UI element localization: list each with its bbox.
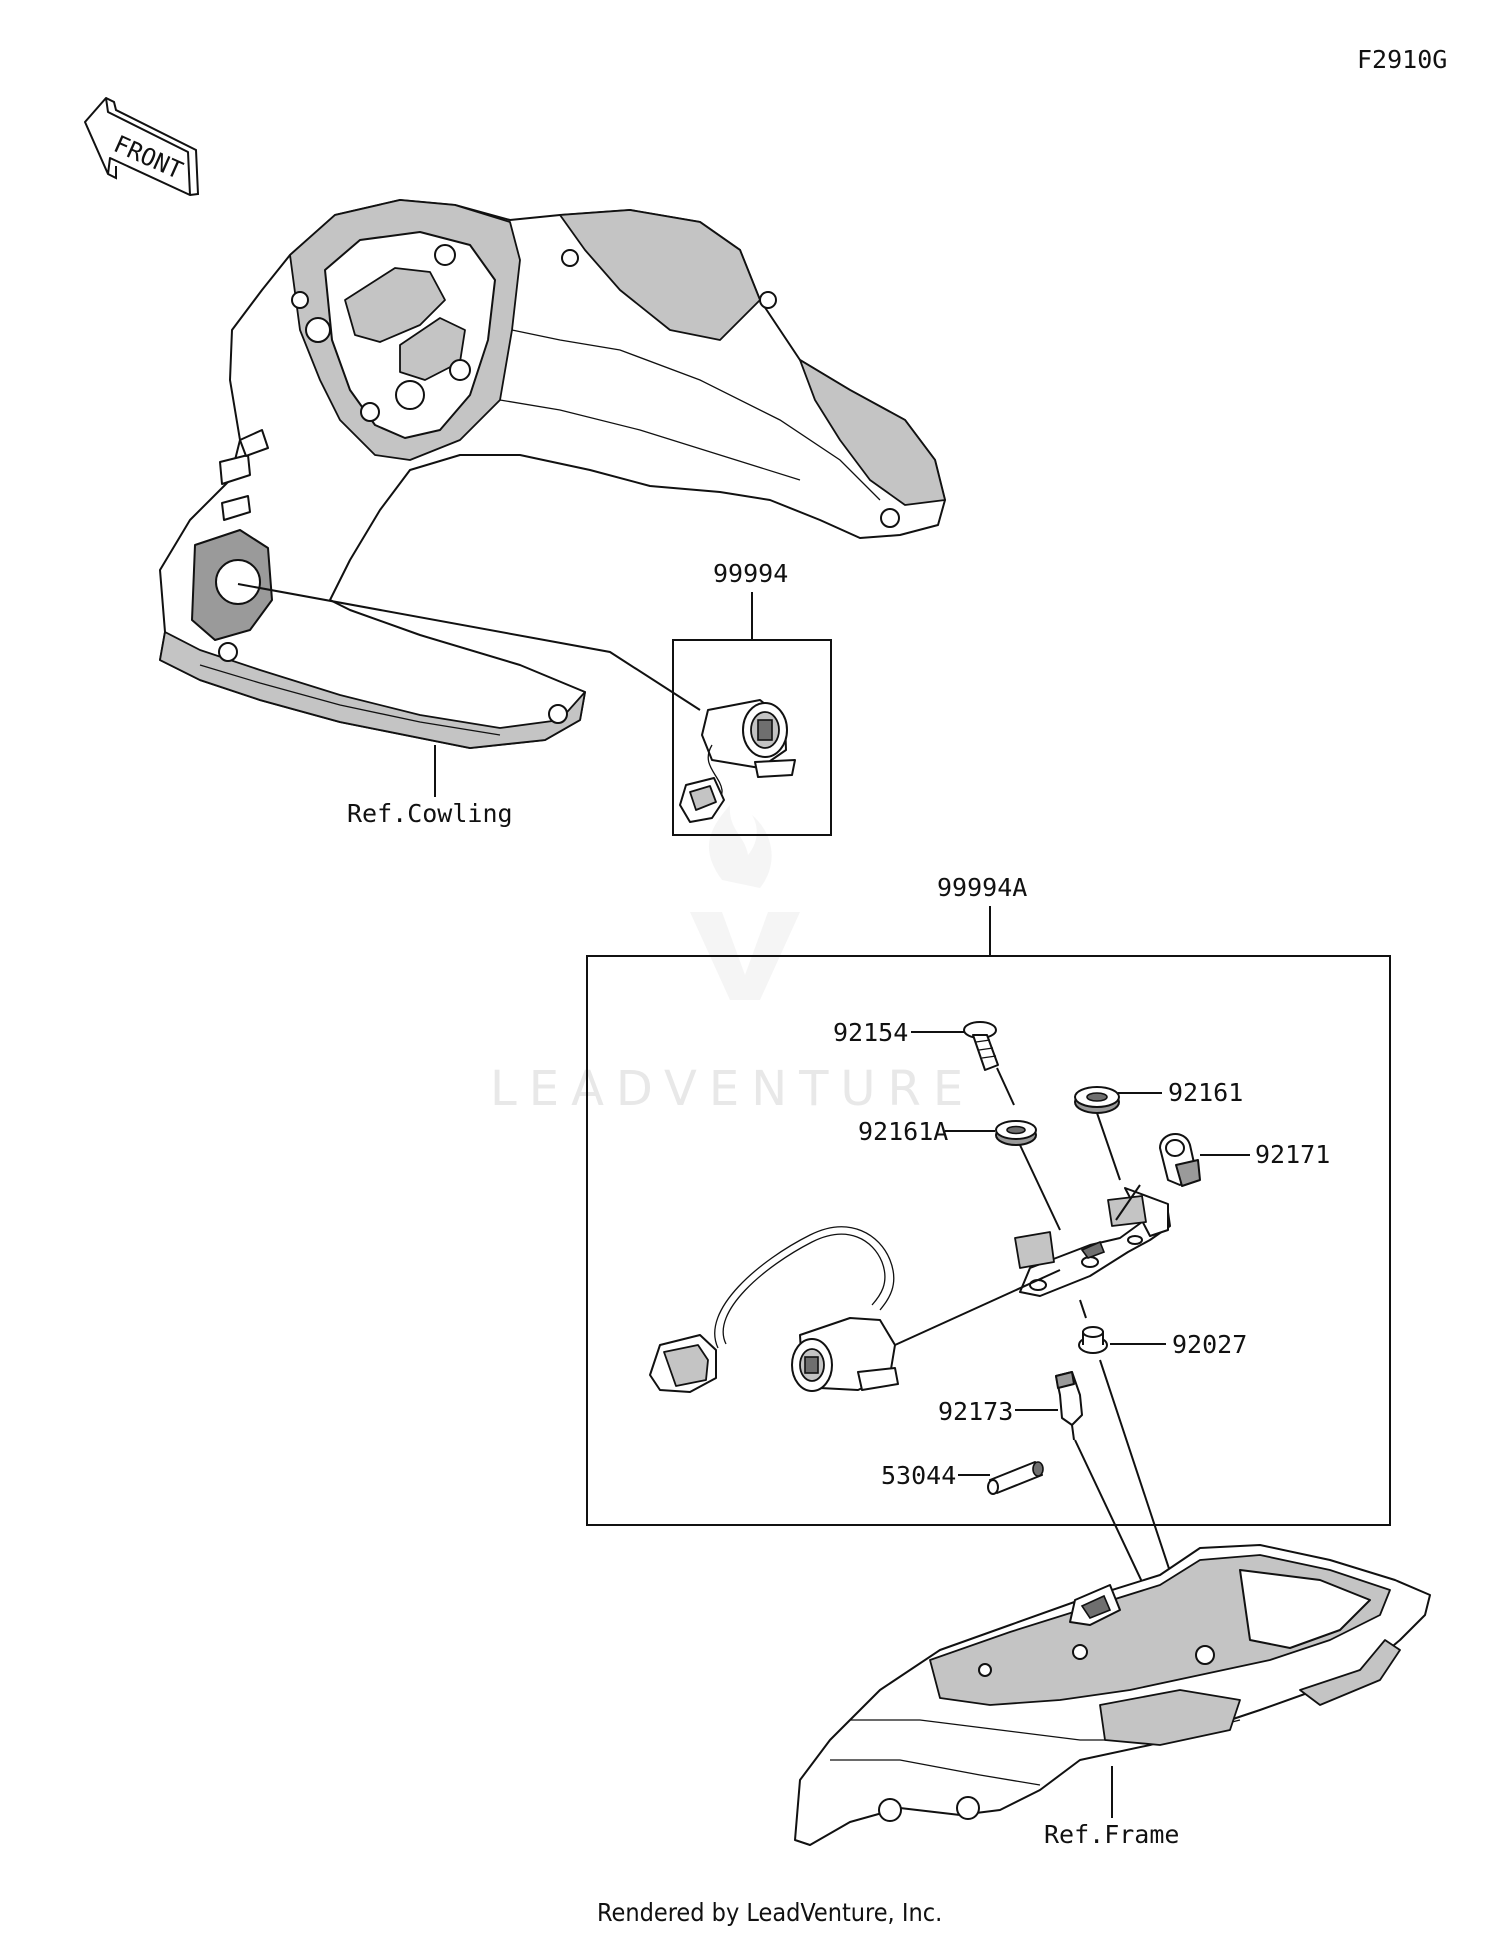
callout-92027: 92027	[1172, 1330, 1247, 1359]
harness-socket-icon	[649, 1226, 899, 1393]
socket-assembly-icon	[679, 699, 796, 823]
callout-99994a: 99994A	[937, 873, 1027, 902]
ref-cowling-label: Ref.Cowling	[347, 799, 513, 828]
collar-icon	[1078, 1326, 1108, 1354]
callout-92161a: 92161A	[858, 1117, 948, 1146]
callout-92171: 92171	[1255, 1140, 1330, 1169]
tube-icon	[987, 1461, 1044, 1495]
inner-cowling	[159, 199, 946, 749]
frame	[794, 1544, 1431, 1846]
ref-frame-label: Ref.Frame	[1044, 1820, 1179, 1849]
socket-kit-box	[672, 639, 832, 836]
clamp-icon	[1159, 1133, 1201, 1187]
watermark-logo	[690, 805, 800, 1000]
damper-a-icon	[995, 1120, 1037, 1146]
watermark-text: LEADVENTURE	[490, 1061, 975, 1117]
callout-99994: 99994	[713, 559, 788, 588]
front-arrow-icon	[84, 97, 200, 196]
callout-92154: 92154	[833, 1018, 908, 1047]
callout-92161: 92161	[1168, 1078, 1243, 1107]
damper-icon	[1074, 1086, 1120, 1114]
leader-cowling-socket	[237, 583, 701, 711]
bracket-kit-box	[586, 955, 1391, 1526]
screw-icon	[963, 1021, 999, 1071]
callout-92173: 92173	[938, 1397, 1013, 1426]
footer-credit: Rendered by LeadVenture, Inc.	[597, 1898, 942, 1927]
callout-53044: 53044	[881, 1461, 956, 1490]
figure-code: F2910G	[1357, 45, 1447, 74]
clip-icon	[1055, 1371, 1083, 1441]
